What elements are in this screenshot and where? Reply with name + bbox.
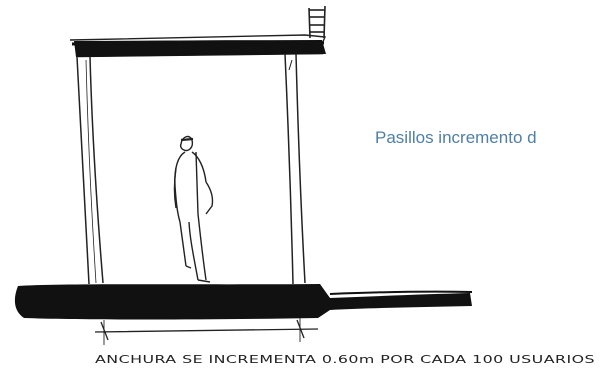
floor-slab <box>14 284 473 320</box>
right-column <box>284 53 306 285</box>
caption-text: Pasillos incremento d <box>375 128 537 147</box>
roof-vent <box>308 5 326 39</box>
person-figure <box>173 135 214 283</box>
width-dimension-line <box>94 318 319 345</box>
sketch-annotation: ANCHURA SE INCREMENTA 0.60m POR CADA 100… <box>95 354 595 366</box>
left-column <box>76 56 104 285</box>
roof-slab <box>69 34 327 58</box>
